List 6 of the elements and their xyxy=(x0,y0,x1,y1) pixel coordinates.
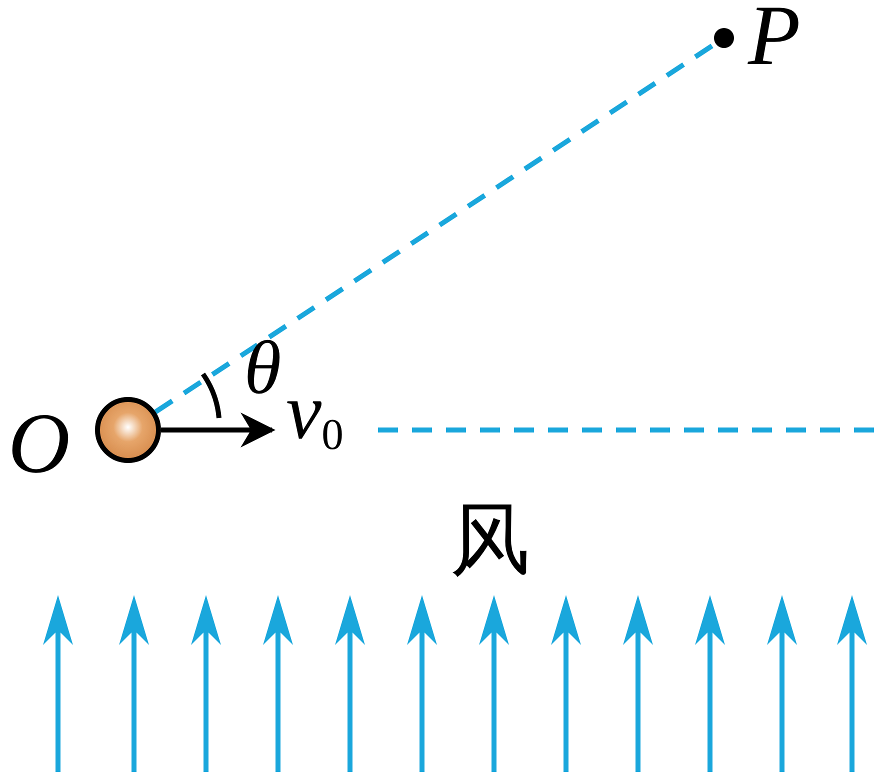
point-label: O xyxy=(8,400,70,486)
edge-label: v$_{0}$ xyxy=(286,372,344,452)
point-label: P xyxy=(748,0,801,78)
angle-label: θ xyxy=(244,330,282,406)
wind-label: 风 xyxy=(450,500,530,580)
velocity-arrow xyxy=(161,412,276,448)
